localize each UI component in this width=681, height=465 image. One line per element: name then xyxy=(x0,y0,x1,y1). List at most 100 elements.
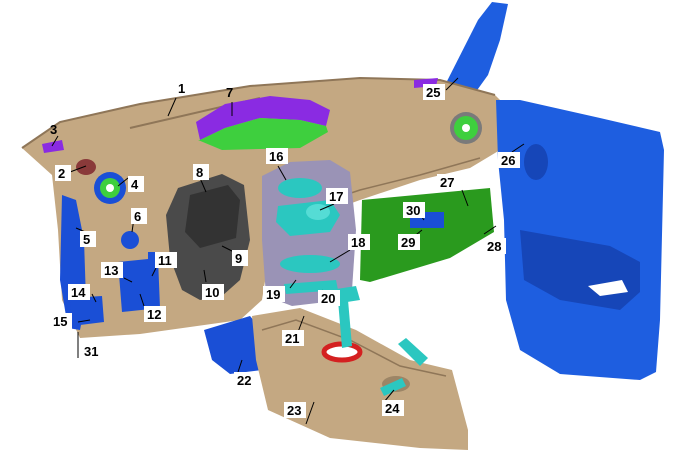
part-label-11: 11 xyxy=(155,252,177,268)
svg-text:7: 7 xyxy=(226,85,233,100)
cluster-bezel-shadow xyxy=(185,185,240,248)
part-label-14: 14 xyxy=(68,284,90,300)
dashboard-top-edge xyxy=(21,76,496,149)
svg-text:6: 6 xyxy=(134,209,141,224)
part-label-18: 18 xyxy=(348,234,370,250)
leader-15 xyxy=(77,319,91,323)
part-label-27: 27 xyxy=(437,174,459,190)
svg-text:14: 14 xyxy=(71,285,86,300)
svg-text:29: 29 xyxy=(401,235,415,250)
svg-text:28: 28 xyxy=(487,239,501,254)
svg-text:17: 17 xyxy=(329,189,343,204)
leader-1 xyxy=(167,97,177,117)
gear-shift-lever xyxy=(338,300,352,348)
svg-text:26: 26 xyxy=(501,153,515,168)
leader-28 xyxy=(483,225,497,235)
leader-22 xyxy=(237,359,243,373)
svg-text:5: 5 xyxy=(83,232,90,247)
svg-text:25: 25 xyxy=(426,85,440,100)
corner-speaker-cover xyxy=(42,140,64,153)
leader-2 xyxy=(69,165,87,173)
part-label-31: 31 xyxy=(84,344,98,359)
part-label-1: 1 xyxy=(178,81,185,96)
part-label-23: 23 xyxy=(284,402,306,418)
svg-text:23: 23 xyxy=(287,403,301,418)
part-label-28: 28 xyxy=(484,238,506,254)
part-label-2: 2 xyxy=(55,165,71,181)
part-label-4: 4 xyxy=(128,176,144,192)
part-label-15: 15 xyxy=(50,313,72,329)
leader-16 xyxy=(277,165,287,181)
right-vent-center xyxy=(462,124,470,132)
svg-text:27: 27 xyxy=(440,175,454,190)
svg-text:13: 13 xyxy=(104,263,118,278)
svg-text:22: 22 xyxy=(237,373,251,388)
leader-11 xyxy=(151,267,157,277)
svg-text:2: 2 xyxy=(58,166,65,181)
knee-panel-left xyxy=(70,296,104,326)
part-label-10: 10 xyxy=(202,284,224,300)
climate-control-panel xyxy=(280,255,340,273)
side-vent xyxy=(76,159,96,175)
part-label-8: 8 xyxy=(193,164,209,180)
part-label-16: 16 xyxy=(266,148,288,164)
leader-26 xyxy=(511,143,525,153)
fuse-box-cover xyxy=(118,258,160,312)
cluster-hood-green xyxy=(198,118,328,150)
part-label-17: 17 xyxy=(326,188,348,204)
door-speaker xyxy=(524,144,548,180)
part-label-24: 24 xyxy=(382,400,404,416)
part-label-20: 20 xyxy=(318,290,340,306)
leader-14 xyxy=(91,293,97,303)
leader-25 xyxy=(445,77,459,91)
svg-text:9: 9 xyxy=(235,251,242,266)
part-label-21: 21 xyxy=(282,330,304,346)
svg-text:1: 1 xyxy=(178,81,185,96)
leader-3 xyxy=(51,135,59,147)
knee-bolster xyxy=(204,316,262,374)
leader-10 xyxy=(203,269,207,283)
leader-12 xyxy=(139,293,145,307)
center-vent-upper xyxy=(278,178,322,198)
svg-text:16: 16 xyxy=(269,149,283,164)
svg-text:19: 19 xyxy=(266,287,280,302)
hood-release-handle xyxy=(148,252,158,270)
door-armrest-pocket xyxy=(588,280,628,296)
svg-text:30: 30 xyxy=(406,203,420,218)
part-label-25: 25 xyxy=(423,84,445,100)
leader-19 xyxy=(289,279,297,289)
svg-text:21: 21 xyxy=(285,331,299,346)
light-switch-knob xyxy=(121,231,139,249)
center-vent-knob xyxy=(306,204,330,220)
svg-text:12: 12 xyxy=(147,307,161,322)
part-label-6: 6 xyxy=(131,208,147,224)
svg-text:11: 11 xyxy=(158,253,172,268)
handbrake-lever xyxy=(398,338,428,366)
leader-8 xyxy=(199,177,207,193)
part-label-30: 30 xyxy=(403,202,425,218)
svg-text:15: 15 xyxy=(53,314,67,329)
part-label-19: 19 xyxy=(263,286,285,302)
left-vent-center xyxy=(106,184,114,192)
leader-17 xyxy=(319,203,335,211)
part-label-9: 9 xyxy=(232,250,248,266)
svg-text:24: 24 xyxy=(385,401,400,416)
svg-text:8: 8 xyxy=(196,165,203,180)
a-pillar xyxy=(440,2,508,100)
part-label-5: 5 xyxy=(80,231,96,247)
svg-text:4: 4 xyxy=(131,177,139,192)
svg-text:18: 18 xyxy=(351,235,365,250)
part-label-12: 12 xyxy=(144,306,166,322)
part-label-13: 13 xyxy=(101,262,123,278)
svg-text:31: 31 xyxy=(84,344,98,359)
leader-18 xyxy=(329,249,351,263)
part-label-29: 29 xyxy=(398,234,420,250)
svg-text:3: 3 xyxy=(50,122,57,137)
svg-text:10: 10 xyxy=(205,285,219,300)
leader-27 xyxy=(461,189,469,207)
leader-21 xyxy=(297,315,305,333)
part-label-3: 3 xyxy=(50,122,57,137)
handbrake-grip xyxy=(380,378,406,396)
cluster-hood xyxy=(196,96,330,140)
